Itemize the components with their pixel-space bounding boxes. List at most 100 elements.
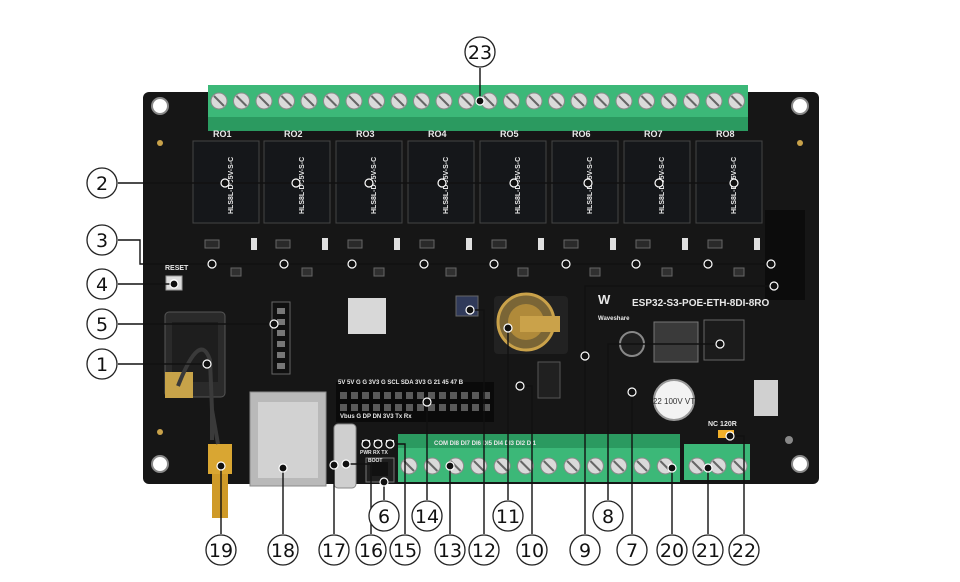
terminal-screw [503,92,520,110]
svg-text:NC 120R: NC 120R [708,421,737,428]
relay-body-text: HLS8L-DC5V-S-C [443,157,450,214]
callout-number: 19 [209,540,233,562]
callout-number: 14 [415,506,439,528]
terminal-screw [255,92,273,110]
gpio-header-bottom: 5V 5V G G 3V3 G SCL SDA 3V3 G 21 45 47 B… [336,380,494,422]
callout-14: 14 [411,500,443,532]
rs485-chip [537,361,561,399]
svg-text:5V 5V G G 3V3 G SCL SDA 3V3 G: 5V 5V G G 3V3 G SCL SDA 3V3 G 21 45 47 B [338,380,464,386]
callout-19: 19 [205,534,237,566]
callout-1: 1 [86,348,118,380]
callout-23: 23 [464,36,496,68]
terminal-screw [728,92,745,110]
callout-22: 22 [728,534,760,566]
terminal-screw [638,92,655,110]
relay-led [275,238,328,277]
rtc-battery-holder [494,292,568,354]
terminal-screw [390,92,408,110]
callout-9: 9 [569,534,601,566]
relay-led [419,238,472,277]
terminal-screw [435,92,453,110]
callout-number: 1 [96,354,108,376]
terminal-screw [709,457,727,475]
relay-led [347,238,400,277]
callout-number: 2 [96,173,108,195]
relay-indicator-row [204,238,760,277]
terminal-screw [458,92,475,110]
poe-power-module [619,319,745,363]
relay-label: RO5 [500,129,519,139]
terminal-screw [368,92,385,110]
callout-number: 8 [602,506,614,528]
svg-text:BOOT: BOOT [368,458,382,464]
terminal-screw [423,457,441,475]
terminal-screw [570,92,588,110]
callout-number: 3 [96,230,108,252]
callout-12: 12 [468,534,500,566]
callout-number: 11 [496,506,520,528]
relay-led [707,238,760,277]
terminal-screw [705,92,723,110]
callout-number: 15 [393,540,417,562]
relay-label: RO3 [356,129,375,139]
power-components [754,380,778,416]
callout-10: 10 [516,534,548,566]
relay-body-text: HLS8L-DC5V-S-C [371,157,378,214]
terminal-screw [400,457,418,475]
callout-6: 6 [368,500,400,532]
terminal-screw [345,92,363,110]
terminal-screw [610,457,628,475]
relay-body-text: HLS8L-DC5V-S-C [228,157,235,214]
callout-15: 15 [389,534,421,566]
callout-number: 4 [96,274,108,296]
terminal-screw [730,457,748,475]
svg-text:PWR RX TX: PWR RX TX [360,450,388,456]
relay: HLS8L-DC5V-S-C [695,140,763,224]
relay-label: RO2 [284,129,303,139]
callout-18: 18 [267,534,299,566]
brand-silkscreen: W Waveshare ESP32-S3-POE-ETH-8DI-8RO [598,292,769,322]
callout-8: 8 [592,500,624,532]
callout-21: 21 [692,534,724,566]
terminal-screw [593,92,610,110]
relay-led [635,238,688,277]
svg-text:Vbus G DP DN 3V3 Tx Rx: Vbus G DP DN 3V3 Tx Rx [340,414,412,420]
callout-number: 20 [660,540,684,562]
callout-17: 17 [318,534,350,566]
svg-text:W: W [598,292,611,307]
leader-lines [118,68,779,534]
terminal-screw [540,457,558,475]
callout-4: 4 [86,268,118,300]
callout-number: 23 [468,42,492,64]
callout-20: 20 [656,534,688,566]
callout-16: 16 [355,534,387,566]
callout-2: 2 [86,167,118,199]
sma-antenna-connector [208,409,232,518]
callout-11: 11 [492,500,524,532]
terminal-screw [493,457,511,475]
gpio-header-left [271,301,291,375]
terminal-screw [586,457,604,475]
relay-body-text: HLS8L-DC5V-S-C [299,157,306,214]
svg-text:Waveshare: Waveshare [598,316,630,322]
relay-label: RO6 [572,129,591,139]
relay-terminal-block [208,85,748,131]
callout-number: 21 [696,540,720,562]
callout-number: 18 [271,540,295,562]
terminal-screw [615,92,633,110]
relay-label: RO7 [644,129,663,139]
relay-label: RO8 [716,129,735,139]
svg-text:ESP32-S3-POE-ETH-8DI-8RO: ESP32-S3-POE-ETH-8DI-8RO [632,298,769,309]
callout-number: 10 [520,540,544,562]
callout-3: 3 [86,224,118,256]
terminal-screw [413,92,430,110]
terminal-screw [470,457,488,475]
terminal-screw [683,92,700,110]
relay-label: RO1 [213,129,232,139]
terminal-screw [323,92,340,110]
electrolytic-capacitor: 22 100V VT [653,379,695,421]
terminal-screw [233,92,250,110]
esp32-module [164,311,226,440]
callout-number: 16 [359,540,383,562]
